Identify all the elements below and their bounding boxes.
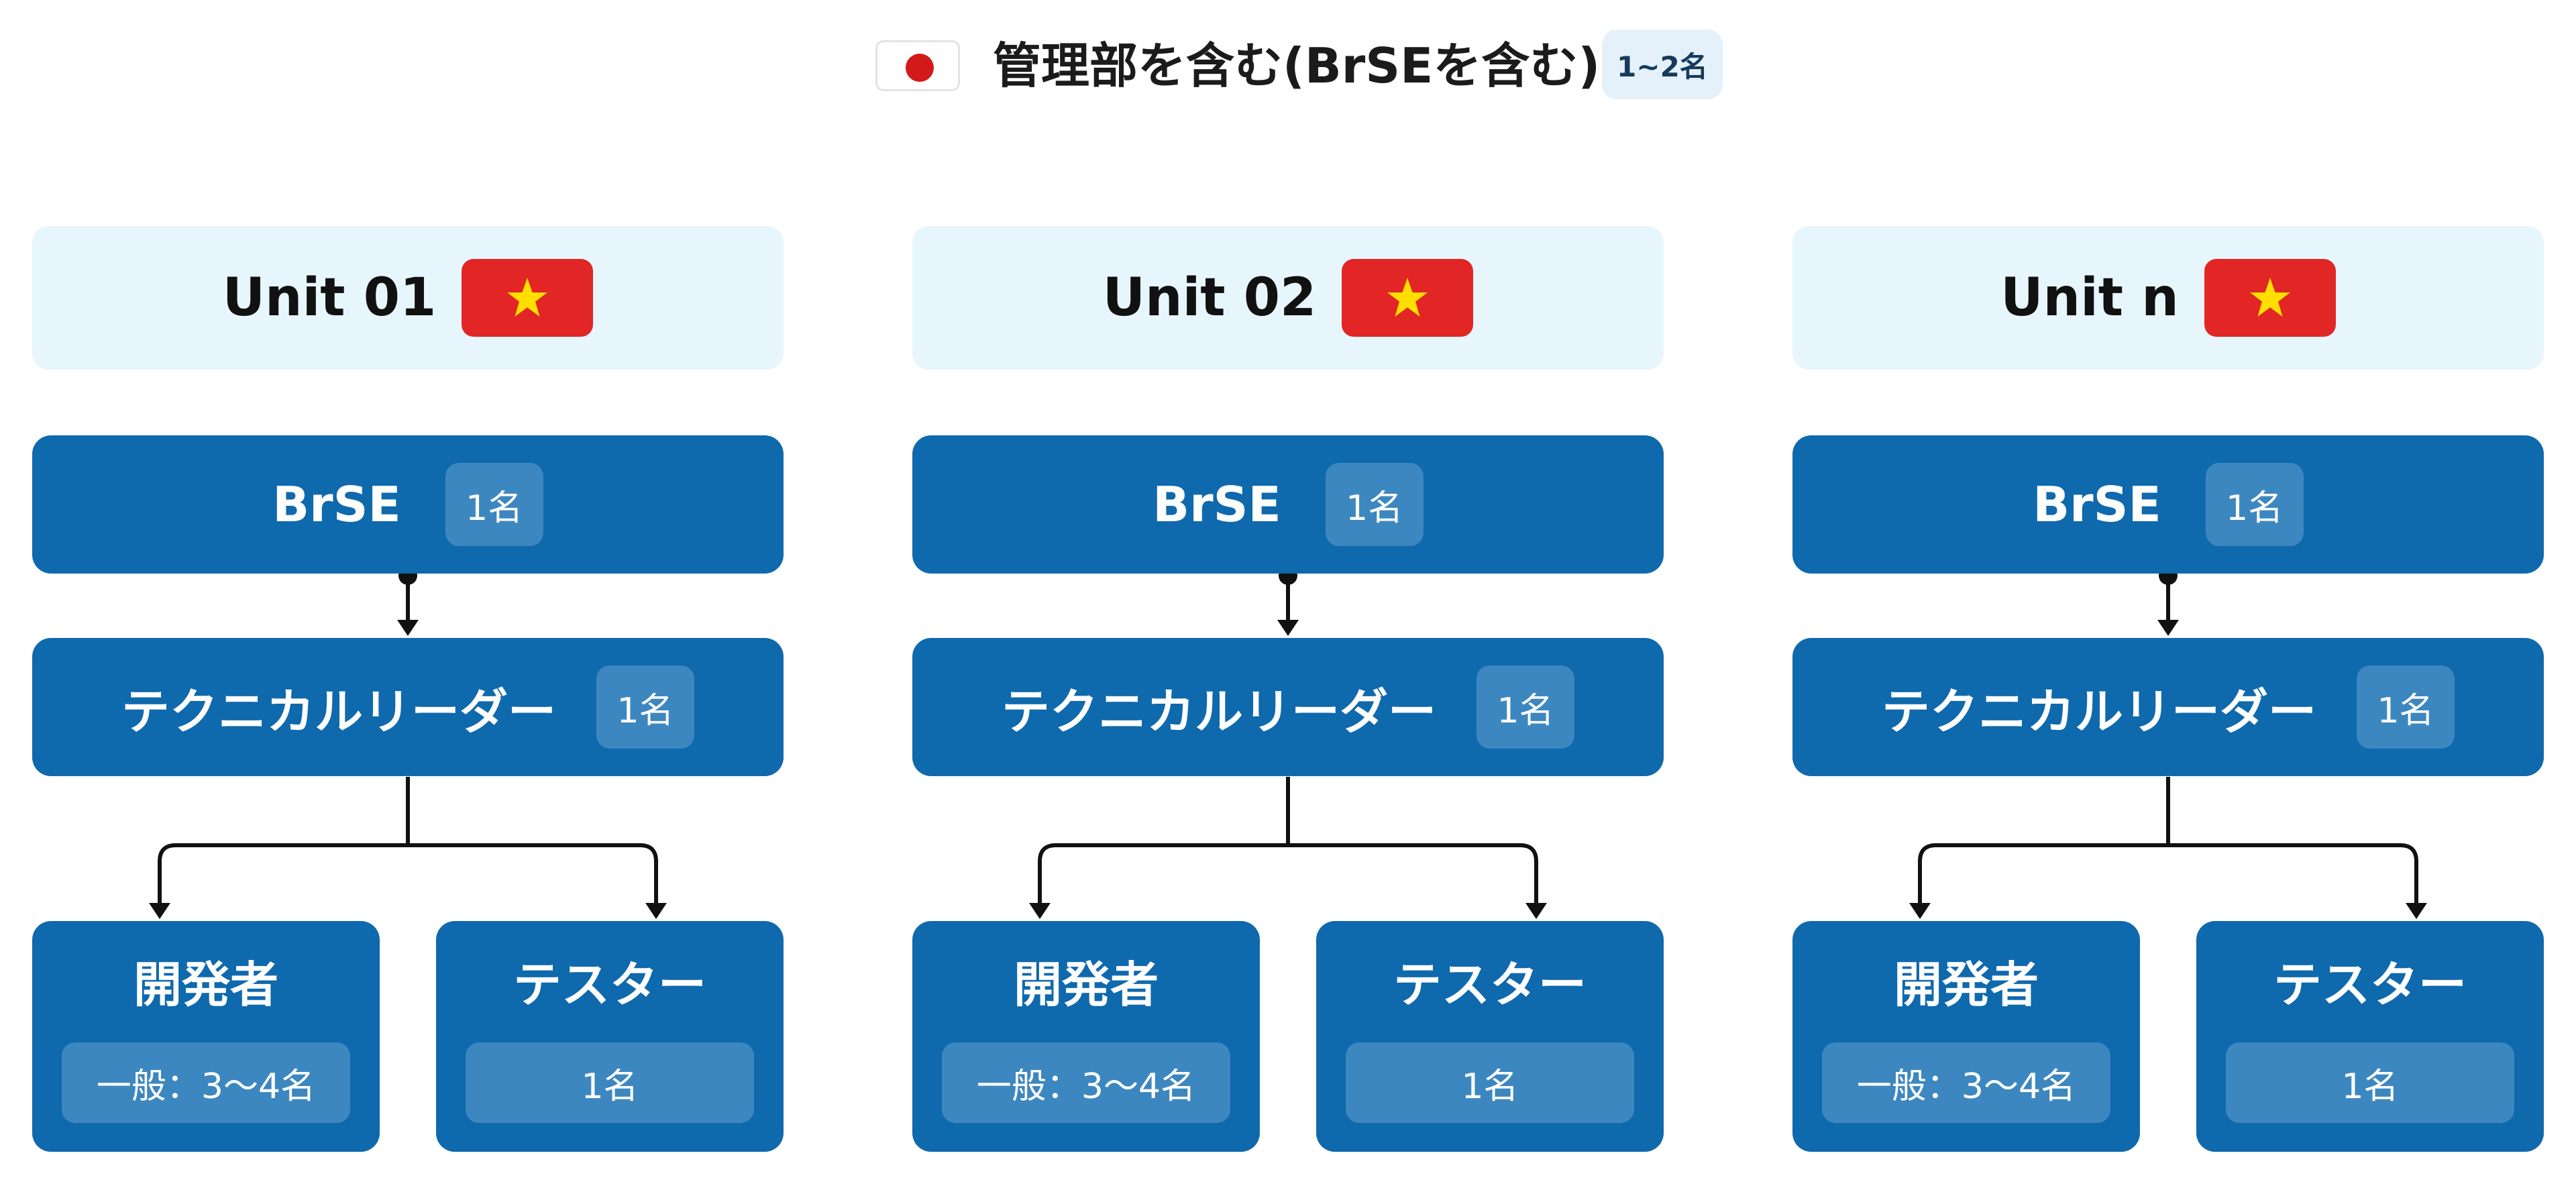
branch-connector [158, 777, 658, 907]
technical-leader-box: テクニカルリーダー 1名 [32, 638, 784, 776]
developer-count: 一般：3〜4名 [1822, 1042, 2110, 1123]
brse-label: BrSE [1152, 476, 1281, 533]
tester-count: 1名 [466, 1042, 754, 1123]
brse-label: BrSE [2033, 476, 2161, 533]
technical-leader-box: テクニカルリーダー 1名 [1792, 638, 2544, 776]
japan-flag-icon [875, 40, 960, 91]
technical-leader-label: テクニカルリーダー [1881, 683, 2316, 740]
technical-leader-label: テクニカルリーダー [1001, 683, 1436, 740]
arrowhead [2406, 903, 2427, 919]
brse-box: BrSE 1名 [1792, 435, 2544, 574]
arrowhead [149, 903, 170, 919]
tester-box: テスター 1名 [1316, 921, 1664, 1152]
arrowhead [1029, 903, 1051, 919]
vietnam-flag-icon [2204, 259, 2336, 337]
developer-box: 開発者 一般：3〜4名 [32, 921, 380, 1152]
branch-connector [1038, 777, 1538, 907]
brse-box: BrSE 1名 [32, 435, 784, 574]
unit-name: Unit 01 [222, 268, 437, 328]
tester-box: テスター 1名 [2196, 921, 2544, 1152]
developer-box: 開発者 一般：3〜4名 [1792, 921, 2140, 1152]
arrowhead [645, 903, 667, 919]
developer-label: 開発者 [1893, 957, 2039, 1013]
arrowhead [397, 620, 419, 636]
developer-label: 開発者 [1013, 957, 1159, 1013]
brse-box: BrSE 1名 [912, 435, 1664, 574]
arrowhead [1525, 903, 1547, 919]
tester-box: テスター 1名 [436, 921, 784, 1152]
unit-name: Unit n [2000, 268, 2179, 328]
branch-connector [1918, 777, 2418, 907]
tester-count: 1名 [1346, 1042, 1634, 1123]
vietnam-flag-icon [1342, 259, 1474, 337]
technical-leader-count: 1名 [1477, 665, 1574, 749]
unit-header-01: Unit 01 [32, 226, 784, 370]
unit-header-n: Unit n [1792, 226, 2544, 370]
brse-label: BrSE [272, 476, 401, 533]
brse-count: 1名 [1325, 463, 1424, 546]
unit-header-02: Unit 02 [912, 226, 1664, 370]
tester-label: テスター [2273, 957, 2467, 1013]
header-count-badge: 1~2名 [1602, 30, 1723, 99]
arrowhead [2157, 620, 2179, 636]
page-title: 管理部を含む(BrSEを含む) [993, 38, 1601, 94]
developer-count: 一般：3〜4名 [62, 1042, 350, 1123]
technical-leader-box: テクニカルリーダー 1名 [912, 638, 1664, 776]
brse-count: 1名 [2205, 463, 2304, 546]
technical-leader-count: 1名 [2357, 665, 2455, 749]
tester-count: 1名 [2226, 1042, 2514, 1123]
arrowhead [1277, 620, 1299, 636]
unit-01-connectors [149, 566, 667, 919]
developer-box: 開発者 一般：3〜4名 [912, 921, 1260, 1152]
arrowhead [1909, 903, 1931, 919]
developer-count: 一般：3〜4名 [942, 1042, 1230, 1123]
developer-label: 開発者 [133, 957, 278, 1013]
tester-label: テスター [1393, 957, 1587, 1013]
japan-flag-disc [906, 54, 934, 82]
technical-leader-label: テクニカルリーダー [121, 683, 556, 740]
technical-leader-count: 1名 [596, 665, 694, 749]
unit-name: Unit 02 [1102, 268, 1317, 328]
vietnam-flag-icon [462, 259, 594, 337]
unit-n-connectors [1909, 566, 2427, 919]
tester-label: テスター [513, 957, 706, 1013]
brse-count: 1名 [445, 463, 543, 546]
